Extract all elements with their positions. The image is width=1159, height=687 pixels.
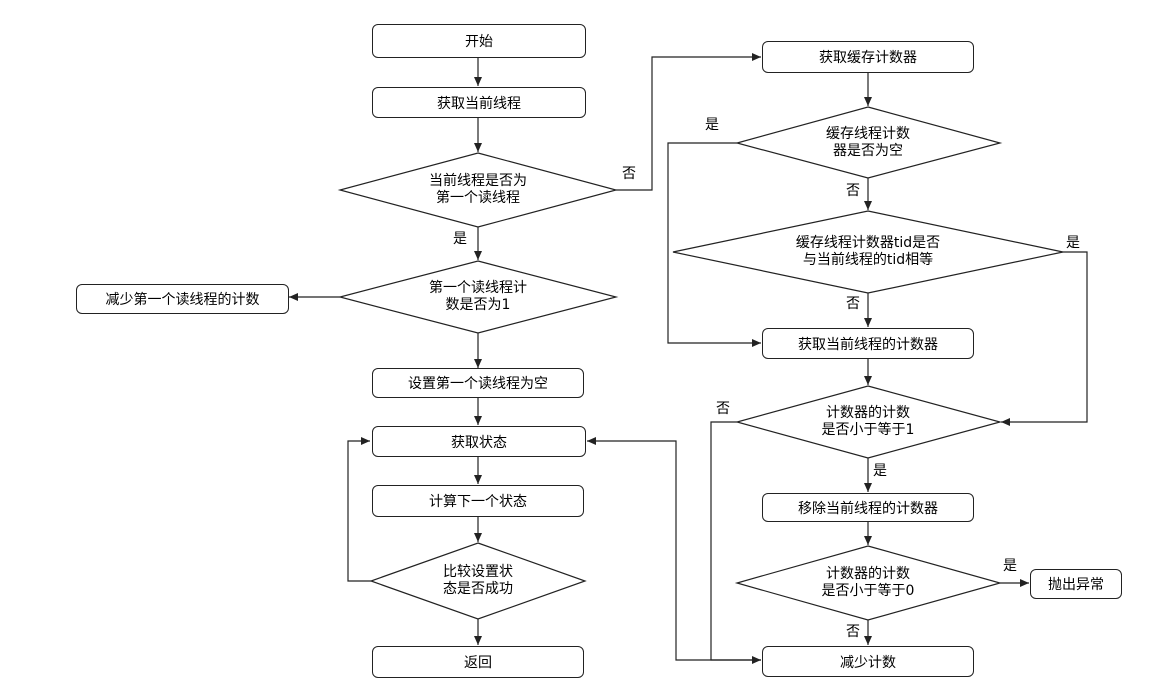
throw-exception-node: 抛出异常 xyxy=(1030,569,1122,599)
decision-line: 是否小于等于0 xyxy=(821,583,915,599)
decrease-first-reader-node: 减少第一个读线程的计数 xyxy=(76,284,289,314)
edge-label-no: 否 xyxy=(622,166,636,182)
decision-line: 缓存线程计数 xyxy=(826,126,910,142)
decrease-count-node: 减少计数 xyxy=(762,646,974,677)
edge-label-no: 否 xyxy=(846,624,860,640)
edge-label-no: 否 xyxy=(846,183,860,199)
edge-label-yes: 是 xyxy=(873,463,887,479)
decision-line: 计数器的计数 xyxy=(826,566,910,582)
get-state-node: 获取状态 xyxy=(372,426,586,457)
start-node: 开始 xyxy=(372,24,586,58)
edge-label-no: 否 xyxy=(846,296,860,312)
decision-count-le-0: 计数器的计数 是否小于等于0 xyxy=(788,565,948,601)
remove-current-thread-counter-node: 移除当前线程的计数器 xyxy=(762,493,974,522)
decision-line: 器是否为空 xyxy=(833,143,903,159)
decision-line: 当前线程是否为 xyxy=(429,173,527,189)
decision-line: 第一个读线程 xyxy=(436,190,520,206)
calc-next-state-node: 计算下一个状态 xyxy=(372,485,584,517)
decision-line: 态是否成功 xyxy=(443,581,513,597)
edge-label-yes: 是 xyxy=(1066,235,1080,251)
decision-line: 第一个读线程计 xyxy=(429,280,527,296)
decision-count-le-1: 计数器的计数 是否小于等于1 xyxy=(788,404,948,440)
decision-cached-counter-null: 缓存线程计数 器是否为空 xyxy=(788,125,948,161)
decision-first-reader-count-is-1: 第一个读线程计 数是否为1 xyxy=(378,279,578,315)
decision-is-first-reader: 当前线程是否为 第一个读线程 xyxy=(378,172,578,208)
get-current-thread-counter-node: 获取当前线程的计数器 xyxy=(762,328,974,359)
edge-label-yes: 是 xyxy=(705,117,719,133)
decision-cas-state: 比较设置状 态是否成功 xyxy=(398,563,558,599)
decision-cached-tid-equals: 缓存线程计数器tid是否 与当前线程的tid相等 xyxy=(748,234,988,270)
edge-label-yes: 是 xyxy=(1003,558,1017,574)
set-first-reader-null-node: 设置第一个读线程为空 xyxy=(372,368,584,398)
decision-line: 计数器的计数 xyxy=(826,405,910,421)
decision-line: 数是否为1 xyxy=(445,297,511,313)
decision-line: 比较设置状 xyxy=(443,564,513,580)
decision-line: 缓存线程计数器tid是否 xyxy=(795,235,941,251)
edge-label-no: 否 xyxy=(716,401,730,417)
decision-line: 是否小于等于1 xyxy=(821,422,915,438)
get-current-thread-node: 获取当前线程 xyxy=(372,87,586,118)
get-cached-counter-node: 获取缓存计数器 xyxy=(762,41,974,73)
edge-label-yes: 是 xyxy=(453,231,467,247)
decision-line: 与当前线程的tid相等 xyxy=(802,252,934,268)
return-node: 返回 xyxy=(372,646,584,678)
